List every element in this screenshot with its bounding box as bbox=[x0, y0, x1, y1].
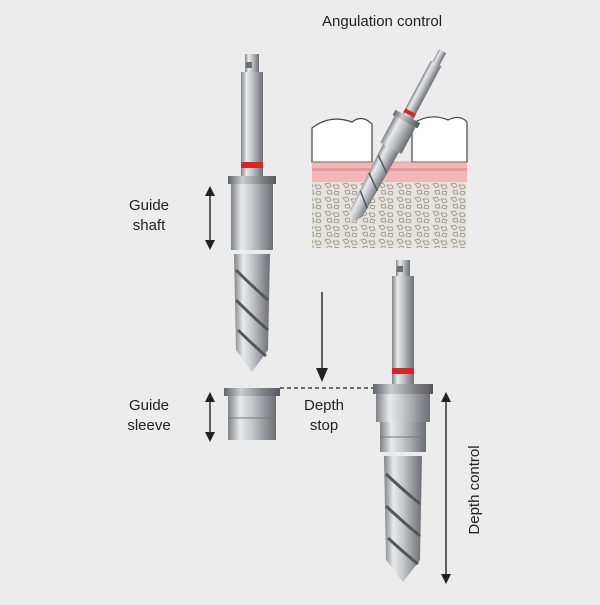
right-drill-sleeve bbox=[376, 394, 430, 422]
depth-stop-label-line-1: Depth bbox=[303, 397, 345, 414]
tooth-right bbox=[411, 116, 468, 163]
guide-sleeve-label: Guide sleeve bbox=[118, 396, 180, 436]
left-drill-bit bbox=[234, 254, 270, 372]
angled-drill bbox=[350, 49, 447, 223]
left-drill-shank bbox=[241, 72, 263, 162]
depth-stop-arrow-head bbox=[316, 368, 328, 382]
right-drill-notch bbox=[397, 266, 403, 272]
depth-control-arrow-up bbox=[441, 392, 451, 402]
left-drill-flutes bbox=[234, 268, 269, 358]
guide-sleeve-rim bbox=[224, 388, 280, 396]
left-drill-notch bbox=[246, 62, 252, 68]
angled-drill-tip-top bbox=[432, 49, 447, 66]
guide-sleeve-label-line-1: Guide bbox=[128, 397, 170, 414]
angulation-control-label: Angulation control bbox=[322, 13, 443, 30]
left-drill-neck bbox=[241, 168, 263, 176]
depth-control-arrow-down bbox=[441, 574, 451, 584]
right-drill-flutes bbox=[384, 472, 421, 566]
angled-drill-sleeve bbox=[380, 116, 416, 154]
right-drill-shank bbox=[392, 276, 414, 368]
guide-sleeve bbox=[224, 388, 280, 440]
angled-drill-flutes bbox=[359, 154, 388, 209]
depth-stop-indicator bbox=[280, 292, 380, 389]
jaw-cross-section bbox=[311, 116, 468, 248]
guide-sleeve-label-line-2: sleeve bbox=[127, 417, 171, 434]
guide-shaft-label-line-1: Guide bbox=[128, 197, 170, 214]
guide-sleeve-arrow bbox=[205, 392, 215, 442]
left-drill bbox=[228, 54, 276, 372]
guide-sleeve-arrow-down bbox=[205, 432, 215, 442]
right-drill-bit bbox=[384, 456, 422, 582]
guide-shaft-label-line-2: shaft bbox=[132, 217, 166, 234]
left-drill-collar bbox=[228, 176, 276, 184]
depth-control-label: Depth control bbox=[466, 445, 483, 535]
angled-drill-shank bbox=[402, 60, 442, 120]
guide-shaft-arrow bbox=[205, 186, 215, 250]
right-drill-neck bbox=[392, 374, 414, 384]
guide-shaft-arrow-up bbox=[205, 186, 215, 196]
right-drill bbox=[373, 260, 433, 582]
guide-shaft-body bbox=[231, 184, 273, 250]
bone-layer bbox=[312, 180, 467, 248]
right-drill-collar bbox=[373, 384, 433, 394]
depth-control-arrow bbox=[441, 392, 451, 584]
gum-layer bbox=[312, 162, 467, 182]
angled-drill-red-ring bbox=[403, 108, 416, 118]
depth-stop-label: Depth stop bbox=[296, 396, 352, 436]
guide-shaft-label: Guide shaft bbox=[118, 196, 180, 236]
left-drill-red-ring bbox=[241, 162, 263, 168]
right-drill-red-ring bbox=[392, 368, 414, 374]
guide-sleeve-arrow-up bbox=[205, 392, 215, 402]
guide-shaft-arrow-down bbox=[205, 240, 215, 250]
angled-drill-collar bbox=[392, 109, 421, 129]
gum-line bbox=[312, 168, 467, 171]
depth-stop-label-line-2: stop bbox=[309, 417, 339, 434]
tooth-left bbox=[311, 117, 373, 163]
